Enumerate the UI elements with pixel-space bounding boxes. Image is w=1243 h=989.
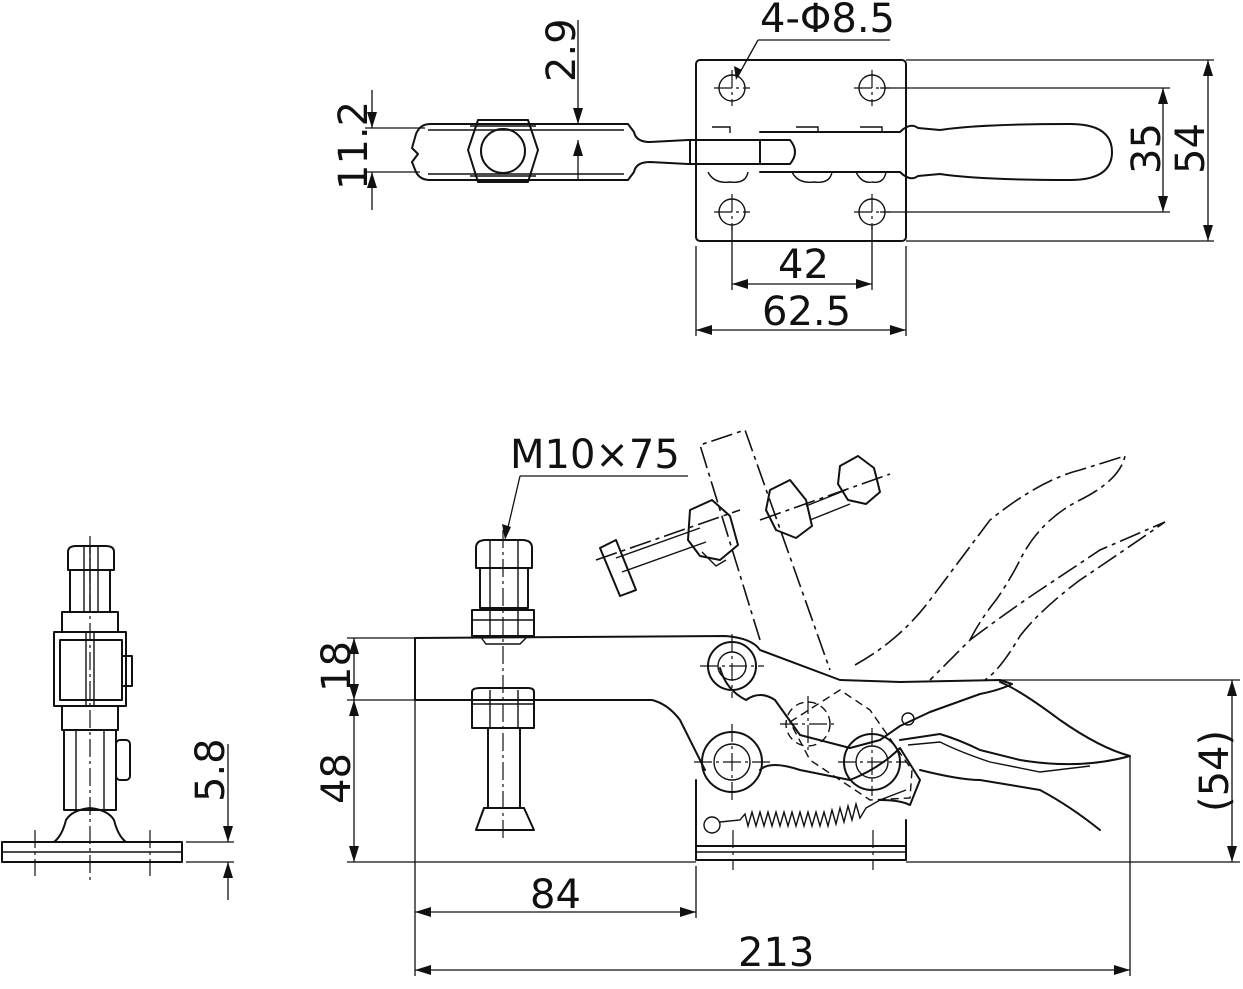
front-view: M10×75 18 48 84 213 (54) [314,428,1240,976]
phantom-bolt-1 [595,499,741,597]
top-view: 4-Φ8.5 2.9 11.2 35 54 42 62.5 [331,0,1214,336]
arm-height-dim: 18 [314,641,360,692]
phantom-bolt-2 [759,455,891,539]
base-length-dim: 62.5 [762,289,851,335]
hole-callout-label: 4-Φ8.5 [760,0,895,42]
plate-thickness-dim: 5.8 [188,738,234,802]
hole-spacing-y-dim: 35 [1124,123,1170,174]
overall-length-dim: 213 [738,930,814,976]
clamp-arm [414,635,1013,771]
bolt-callout-label: M10×75 [510,432,680,478]
mounting-holes [714,70,890,230]
spindle-offset-dim: 84 [530,872,581,918]
base-plate-top [695,59,907,242]
base-height-dim: 48 [314,753,360,804]
hole-spacing-x-dim: 42 [778,242,829,288]
side-view: 5.8 [1,536,234,900]
handle-height-dim: (54) [1192,730,1238,812]
gap-top-dim: 2.9 [539,18,585,82]
handle-thickness-dim: 11.2 [331,101,377,190]
base-width-dim: 54 [1168,123,1214,174]
handle-front [899,681,1131,831]
spindle-bolt [471,530,535,840]
